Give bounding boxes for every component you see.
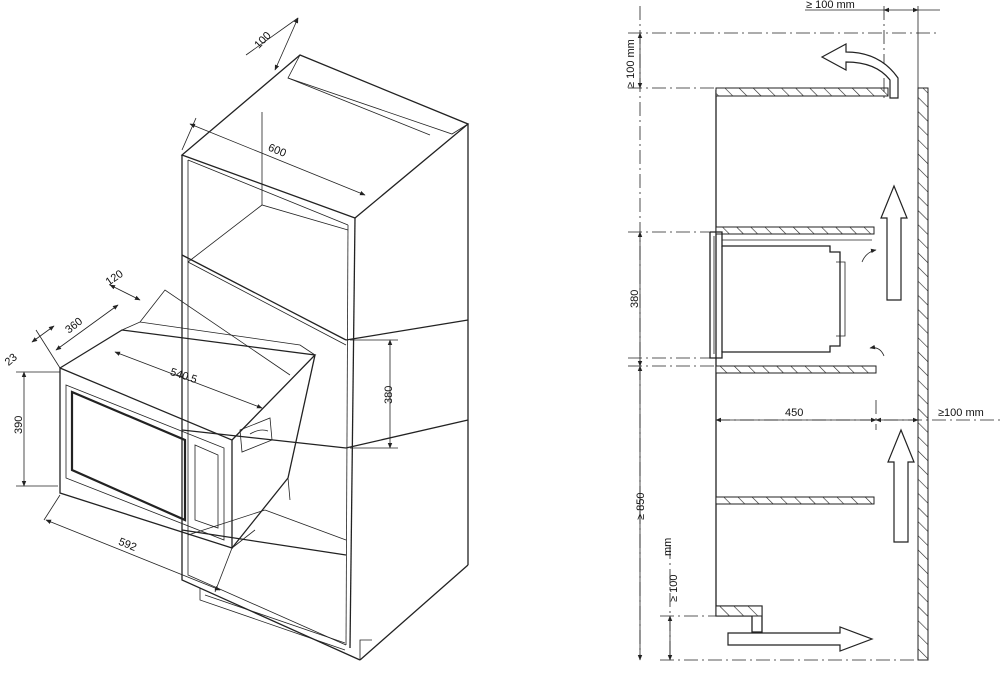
dim-unit-depth-label: 120 <box>104 268 126 288</box>
dim-frame-height-label: 390 <box>13 416 25 434</box>
section-view: ≥ 100 mm ≥ 100 mm 380 450 ≥100 mm ≥ 850 … <box>625 0 1000 661</box>
dim-frame-width-label: 592 <box>117 536 139 554</box>
air-curve-arrow-bottom-icon <box>869 344 885 357</box>
isometric-cabinet: 100 600 120 360 23 540.5 380 390 592 <box>3 17 470 661</box>
air-intake-arrow-icon <box>727 626 874 652</box>
dim-width-top-label: 600 <box>266 142 288 160</box>
dim-top-gap-label: ≥ 100 mm <box>806 0 855 11</box>
dim-top-vent-label: ≥ 100 mm <box>625 39 637 88</box>
air-curve-arrow-top-icon <box>861 248 877 263</box>
air-up-arrow-lower-icon <box>887 428 915 543</box>
dim-frame-depth-label: 360 <box>63 315 85 336</box>
dim-opening-height-label: 380 <box>383 386 395 404</box>
dim-depth-label: 450 <box>785 407 803 419</box>
dim-inner-width-label: 540.5 <box>169 366 199 386</box>
exhaust-curved-arrow-icon <box>820 42 899 99</box>
dim-rear-gap-label: ≥100 mm <box>938 407 984 419</box>
dim-bottom-vent-unit: mm <box>662 538 674 556</box>
dim-bottom-vent-value: ≥ 100 <box>668 575 680 602</box>
air-up-arrow-upper-icon <box>880 184 908 301</box>
dim-floor-height-label: ≥ 850 <box>635 493 647 520</box>
dim-frame-thickness-label: 23 <box>3 351 20 368</box>
dim-section-opening-label: 380 <box>629 290 641 308</box>
